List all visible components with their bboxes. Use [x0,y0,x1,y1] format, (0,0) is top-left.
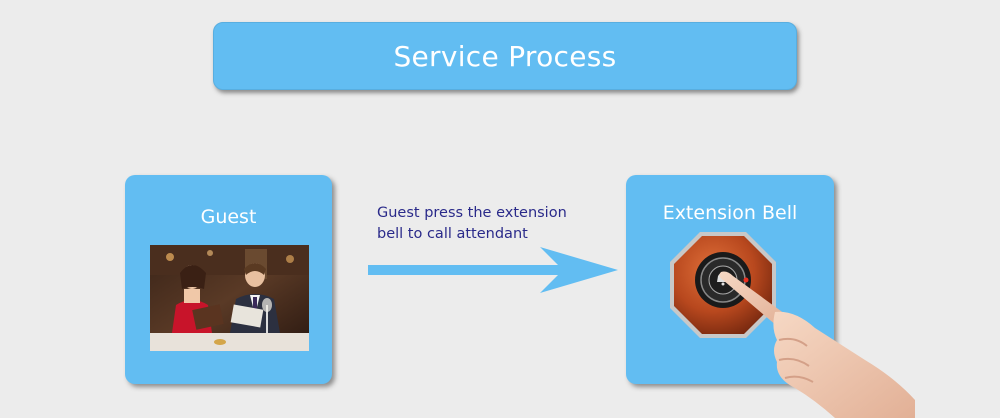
guest-card: Guest [125,175,332,384]
bell-card-label: Extension Bell [662,202,798,224]
arrow-caption: Guest press the extension bell to call a… [377,203,597,245]
pointing-hand-icon [719,271,915,418]
guest-photo-icon [150,245,309,351]
arrow-caption-line-2: bell to call attendant [377,226,528,242]
title-banner: Service Process [213,22,797,90]
arrow-caption-line-1: Guest press the extension [377,205,567,221]
arrow-right-icon [368,247,618,293]
page-title: Service Process [393,39,617,73]
guest-card-label: Guest [200,206,257,228]
guest-photo [150,245,309,351]
